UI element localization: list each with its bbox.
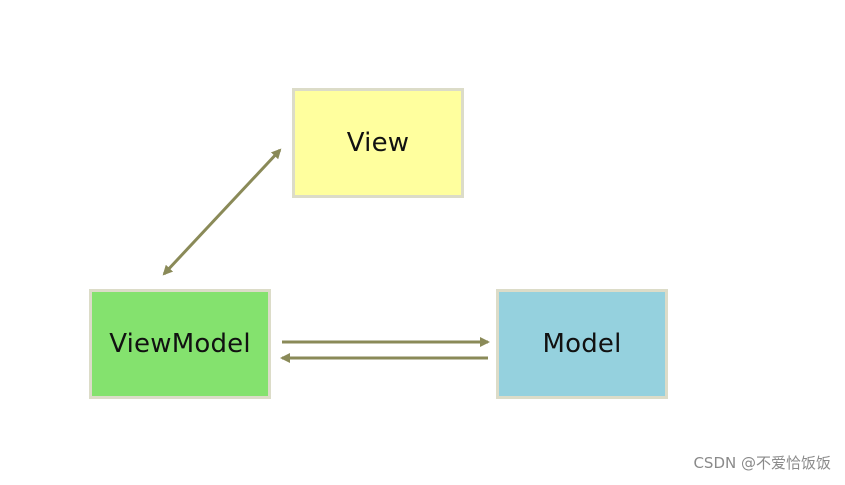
arrow-viewmodel-view bbox=[162, 148, 282, 276]
watermark-text: CSDN @不爱恰饭饭 bbox=[693, 454, 831, 472]
model-label: Model bbox=[542, 329, 622, 359]
viewmodel-node: ViewModel bbox=[89, 289, 271, 399]
view-label: View bbox=[346, 128, 410, 158]
view-node: View bbox=[292, 88, 464, 198]
model-node: Model bbox=[496, 289, 668, 399]
viewmodel-label: ViewModel bbox=[109, 329, 251, 359]
